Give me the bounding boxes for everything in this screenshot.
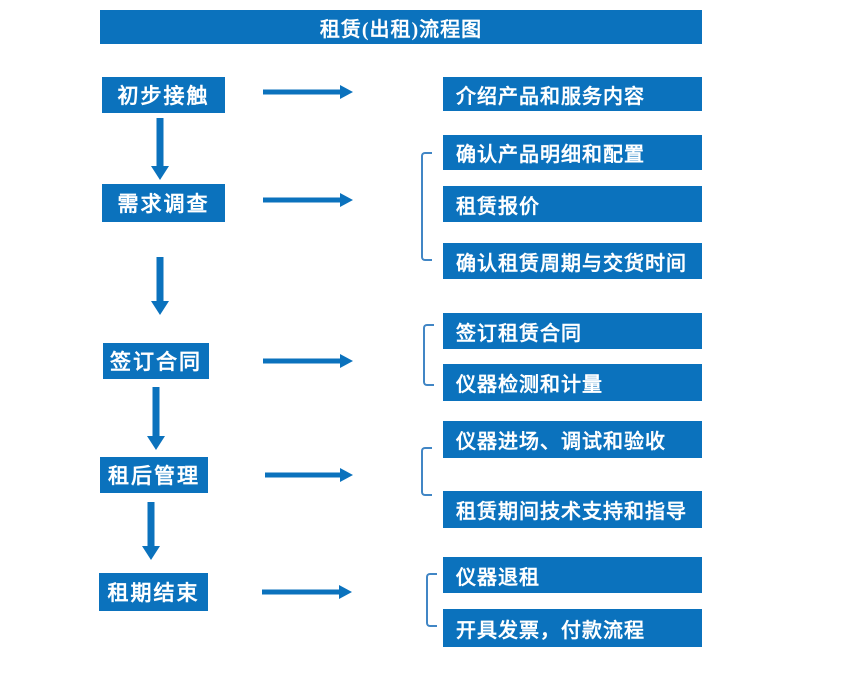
step-demand-survey: 需求调查 [102, 184, 225, 222]
right-arrow-2 [263, 193, 353, 207]
detail-introduce-products-services: 介绍产品和服务内容 [443, 77, 702, 111]
down-arrow-head [141, 546, 160, 560]
step-initial-contact: 初步接触 [102, 77, 225, 113]
bracket-post-rental-details [421, 447, 432, 496]
bracket-sign-contract-details [423, 324, 434, 386]
right-arrow-3 [263, 354, 353, 368]
right-arrow-shaft [263, 358, 342, 364]
down-arrow-head [146, 436, 165, 450]
down-arrow-head [150, 166, 169, 180]
detail-confirm-product-config: 确认产品明细和配置 [443, 135, 702, 170]
right-arrow-4 [265, 468, 353, 482]
detail-confirm-period-delivery: 确认租赁周期与交货时间 [443, 243, 702, 279]
step-rental-end: 租期结束 [99, 573, 208, 611]
detail-invoice-payment: 开具发票，付款流程 [443, 609, 702, 647]
right-arrow-head [340, 354, 353, 368]
down-arrow-shaft [147, 502, 154, 547]
down-arrow-3 [146, 387, 165, 450]
down-arrow-4 [141, 502, 160, 560]
right-arrow-shaft [263, 89, 342, 95]
down-arrow-1 [150, 118, 169, 180]
bracket-demand-survey-details [421, 152, 432, 261]
detail-instrument-return: 仪器退租 [443, 557, 702, 593]
bracket-rental-end-details [426, 573, 437, 627]
down-arrow-2 [150, 257, 169, 315]
right-arrow-head [340, 468, 353, 482]
right-arrow-head [340, 193, 353, 207]
right-arrow-1 [263, 85, 353, 99]
detail-instrument-inspection: 仪器检测和计量 [443, 364, 702, 401]
right-arrow-shaft [263, 197, 342, 203]
flowchart-title: 租赁(出租)流程图 [100, 10, 702, 44]
down-arrow-head [150, 301, 169, 315]
down-arrow-shaft [152, 387, 159, 437]
right-arrow-head [340, 85, 353, 99]
detail-rental-quote: 租赁报价 [443, 186, 702, 222]
down-arrow-shaft [156, 257, 163, 302]
detail-sign-rental-contract: 签订租赁合同 [443, 313, 702, 349]
step-post-rental-management: 租后管理 [100, 457, 208, 493]
right-arrow-head [339, 585, 352, 599]
detail-instrument-setup-acceptance: 仪器进场、调试和验收 [443, 421, 702, 458]
right-arrow-5 [262, 585, 352, 599]
step-sign-contract: 签订合同 [103, 343, 209, 379]
right-arrow-shaft [262, 589, 341, 595]
right-arrow-shaft [265, 472, 342, 478]
down-arrow-shaft [156, 118, 163, 167]
detail-tech-support-guidance: 租赁期间技术支持和指导 [443, 491, 702, 528]
